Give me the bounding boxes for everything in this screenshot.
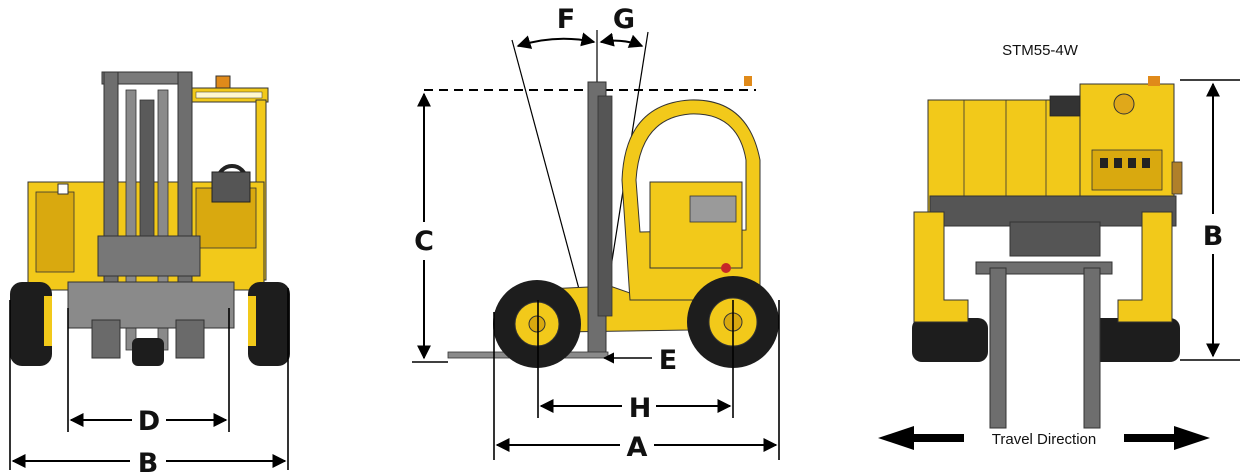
top-body — [913, 76, 1183, 323]
side-tail-light — [721, 263, 731, 273]
dimension-h: H — [537, 300, 734, 424]
seat — [211, 171, 251, 203]
dim-label-b-front: B — [138, 448, 159, 474]
dimension-b-front: B — [9, 288, 289, 474]
side-view: F G — [412, 4, 780, 463]
rear-center-wheel — [132, 338, 164, 366]
dim-label-d: D — [138, 406, 160, 437]
beacon-light — [215, 75, 231, 89]
top-left-leg — [913, 211, 969, 323]
dim-label-h: H — [629, 393, 652, 424]
front-mast — [67, 71, 235, 366]
dim-label-e: E — [659, 345, 677, 376]
side-beacon — [744, 76, 752, 86]
travel-arrow-left-icon — [878, 426, 914, 450]
front-right-tire — [248, 282, 290, 366]
front-view: D B — [9, 71, 290, 474]
top-beacon — [1148, 76, 1160, 86]
front-fork-right — [175, 319, 205, 359]
dim-label-a: A — [627, 432, 648, 463]
top-left-tire — [912, 318, 988, 362]
dim-label-c: C — [414, 226, 434, 257]
top-right-tire — [1090, 318, 1180, 362]
dimension-a: A — [493, 300, 780, 463]
side-engine-cover — [649, 181, 743, 269]
top-fork-carriage — [975, 261, 1113, 275]
dim-label-b-top: B — [1203, 221, 1224, 252]
dimension-e: E — [602, 345, 677, 376]
travel-arrow-right-icon — [1174, 426, 1210, 450]
travel-direction-indicator: Travel Direction — [878, 426, 1210, 450]
model-label: STM55-4W — [1002, 42, 1079, 59]
tilt-arc-f — [516, 32, 596, 49]
dim-label-g: G — [613, 4, 635, 35]
side-seat — [689, 195, 737, 223]
dim-label-f: F — [557, 4, 575, 35]
top-fork-left — [989, 267, 1007, 429]
front-fork-left — [91, 319, 121, 359]
side-front-wheel — [493, 280, 581, 368]
tilt-arc-g — [599, 32, 644, 48]
top-view: STM55-4W — [878, 42, 1240, 450]
dimension-c: C — [412, 92, 448, 363]
top-frame — [929, 195, 1177, 227]
top-right-leg — [1117, 211, 1173, 323]
dimension-d: D — [67, 308, 230, 437]
travel-direction-label: Travel Direction — [992, 431, 1096, 448]
front-left-tire — [10, 282, 52, 366]
top-fork-right — [1083, 267, 1101, 429]
dimension-b-top: B — [1180, 79, 1240, 361]
